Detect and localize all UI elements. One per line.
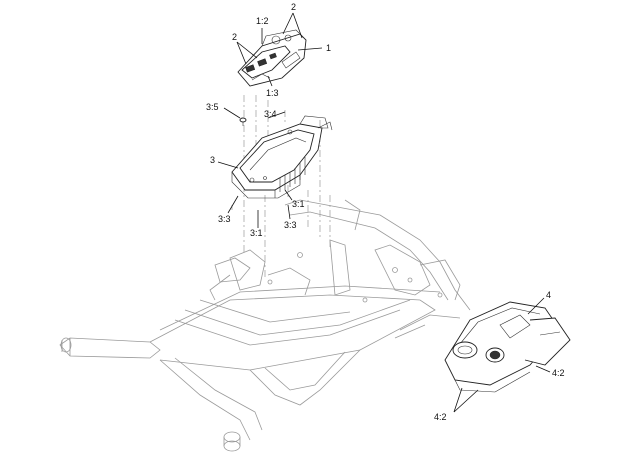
callout-3-3-left: 3:3 [218, 214, 231, 224]
callout-4-2-bottom: 4:2 [434, 412, 447, 422]
part-3-console-tray [231, 115, 333, 199]
callout-3-1-right: 3:1 [292, 199, 305, 209]
callout-2-left: 2 [232, 32, 237, 42]
callout-3-1-left: 3:1 [250, 228, 263, 238]
callout-3-3-right: 3:3 [284, 220, 297, 230]
callout-2-top: 2 [291, 2, 296, 12]
callout-3-5: 3:5 [206, 102, 219, 112]
part-1-control-panel-cover [237, 29, 307, 87]
callout-1-2: 1:2 [256, 16, 269, 26]
part-3-5-fastener [239, 117, 247, 126]
callout-3-4: 3:4 [264, 109, 277, 119]
part-4-side-console [444, 301, 571, 393]
callout-1-3: 1:3 [266, 88, 279, 98]
callout-4-2-right: 4:2 [552, 368, 565, 378]
callout-1: 1 [326, 43, 331, 53]
callout-4: 4 [546, 290, 551, 300]
tray-ribs [279, 157, 306, 192]
leader-lines [217, 12, 551, 413]
callout-labels: 2 1:2 1 2 1:3 3:5 3:4 3 3:3 3:1 3:1 3:3 … [206, 2, 565, 422]
callout-3: 3 [210, 155, 215, 165]
chassis-frame [59, 199, 471, 452]
